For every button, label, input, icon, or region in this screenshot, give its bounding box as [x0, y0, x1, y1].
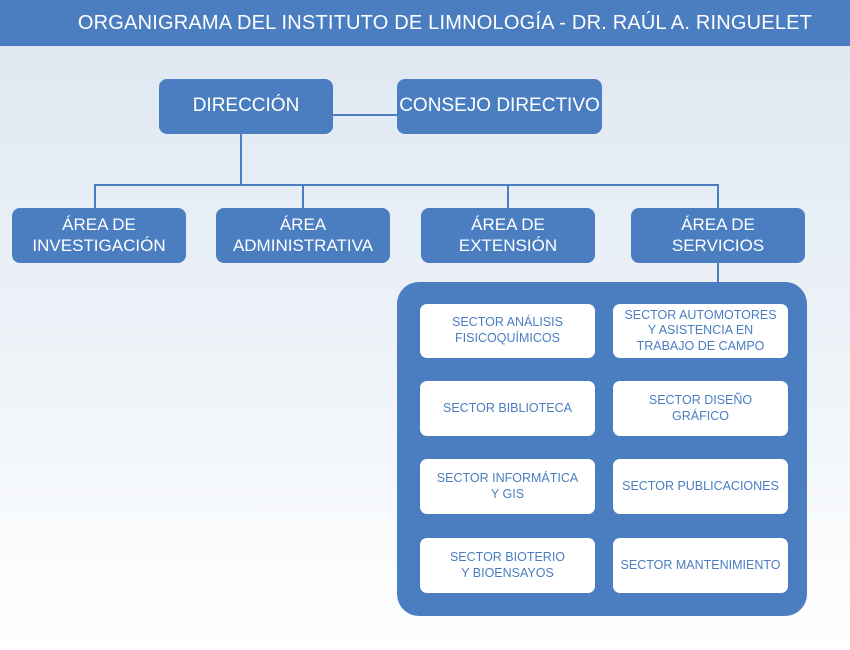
sector-automotores[interactable]: SECTOR AUTOMOTORES Y ASISTENCIA EN TRABA… — [613, 304, 788, 358]
sector-biblioteca[interactable]: SECTOR BIBLIOTECA — [420, 381, 595, 436]
direccion-box[interactable]: DIRECCIÓN — [159, 79, 333, 134]
connector-direccion-down — [240, 134, 242, 186]
connector-direccion-consejo — [333, 114, 397, 116]
sector-publicaciones[interactable]: SECTOR PUBLICACIONES — [613, 459, 788, 514]
connector-area-administrativa — [302, 184, 304, 208]
page-title: ORGANIGRAMA DEL INSTITUTO DE LIMNOLOGÍA … — [0, 0, 850, 46]
consejo-directivo-box[interactable]: CONSEJO DIRECTIVO — [397, 79, 602, 134]
connector-area-investigacion — [94, 184, 96, 208]
connector-area-servicios — [717, 184, 719, 208]
area-administrativa-box[interactable]: ÁREA ADMINISTRATIVA — [216, 208, 390, 263]
sector-informatica-gis[interactable]: SECTOR INFORMÁTICA Y GIS — [420, 459, 595, 514]
sector-mantenimiento[interactable]: SECTOR MANTENIMIENTO — [613, 538, 788, 593]
connector-area-extension — [507, 184, 509, 208]
area-investigacion-box[interactable]: ÁREA DE INVESTIGACIÓN — [12, 208, 186, 263]
area-servicios-box[interactable]: ÁREA DE SERVICIOS — [631, 208, 805, 263]
sector-bioterio-bioensayos[interactable]: SECTOR BIOTERIO Y BIOENSAYOS — [420, 538, 595, 593]
area-extension-box[interactable]: ÁREA DE EXTENSIÓN — [421, 208, 595, 263]
connector-areas-horizontal — [95, 184, 719, 186]
connector-servicios-panel — [717, 262, 719, 284]
sector-analisis-fisicoquimicos[interactable]: SECTOR ANÁLISIS FISICOQUÍMICOS — [420, 304, 595, 358]
sector-diseno-grafico[interactable]: SECTOR DISEÑO GRÁFICO — [613, 381, 788, 436]
